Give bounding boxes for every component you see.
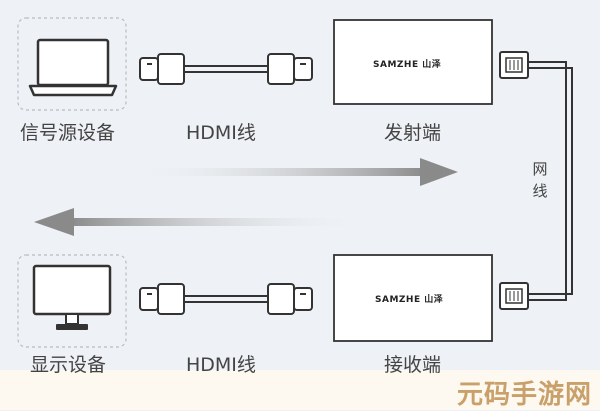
rj45-port-icon	[499, 282, 529, 310]
laptop-icon	[28, 38, 118, 97]
watermark-band	[0, 370, 600, 410]
hdmi-cable-bottom-label: HDMI线	[186, 354, 256, 376]
hdmi-plug-icon	[267, 283, 313, 315]
hdmi-plug-icon	[139, 283, 268, 315]
receiver-device	[333, 254, 493, 342]
hdmi-cable-bottom	[139, 283, 313, 315]
transmitter-label: 发射端	[384, 122, 442, 144]
network-cable-label: 网 线	[530, 158, 550, 202]
monitor-icon	[32, 264, 112, 330]
network-label-char-2: 线	[532, 182, 548, 200]
source-label: 信号源设备	[20, 122, 116, 144]
transmitter-brand: SAMZHE 山泽	[373, 60, 442, 70]
transmitter-device	[333, 19, 493, 105]
arrow-left-icon	[34, 208, 360, 236]
network-label-char-1: 网	[532, 160, 548, 178]
watermark-text: 元码手游网	[456, 380, 592, 410]
network-cable	[528, 61, 573, 301]
hdmi-cable-top	[139, 53, 313, 85]
display-label: 显示设备	[30, 354, 107, 376]
rj45-port-icon	[499, 51, 529, 79]
hdmi-plug-icon	[267, 53, 313, 85]
receiver-brand: SAMZHE 山泽	[375, 295, 444, 305]
arrow-right-icon	[135, 158, 458, 186]
receiver-label: 接收端	[384, 354, 442, 376]
hdmi-plug-icon	[139, 53, 268, 85]
hdmi-cable-top-label: HDMI线	[186, 122, 256, 144]
